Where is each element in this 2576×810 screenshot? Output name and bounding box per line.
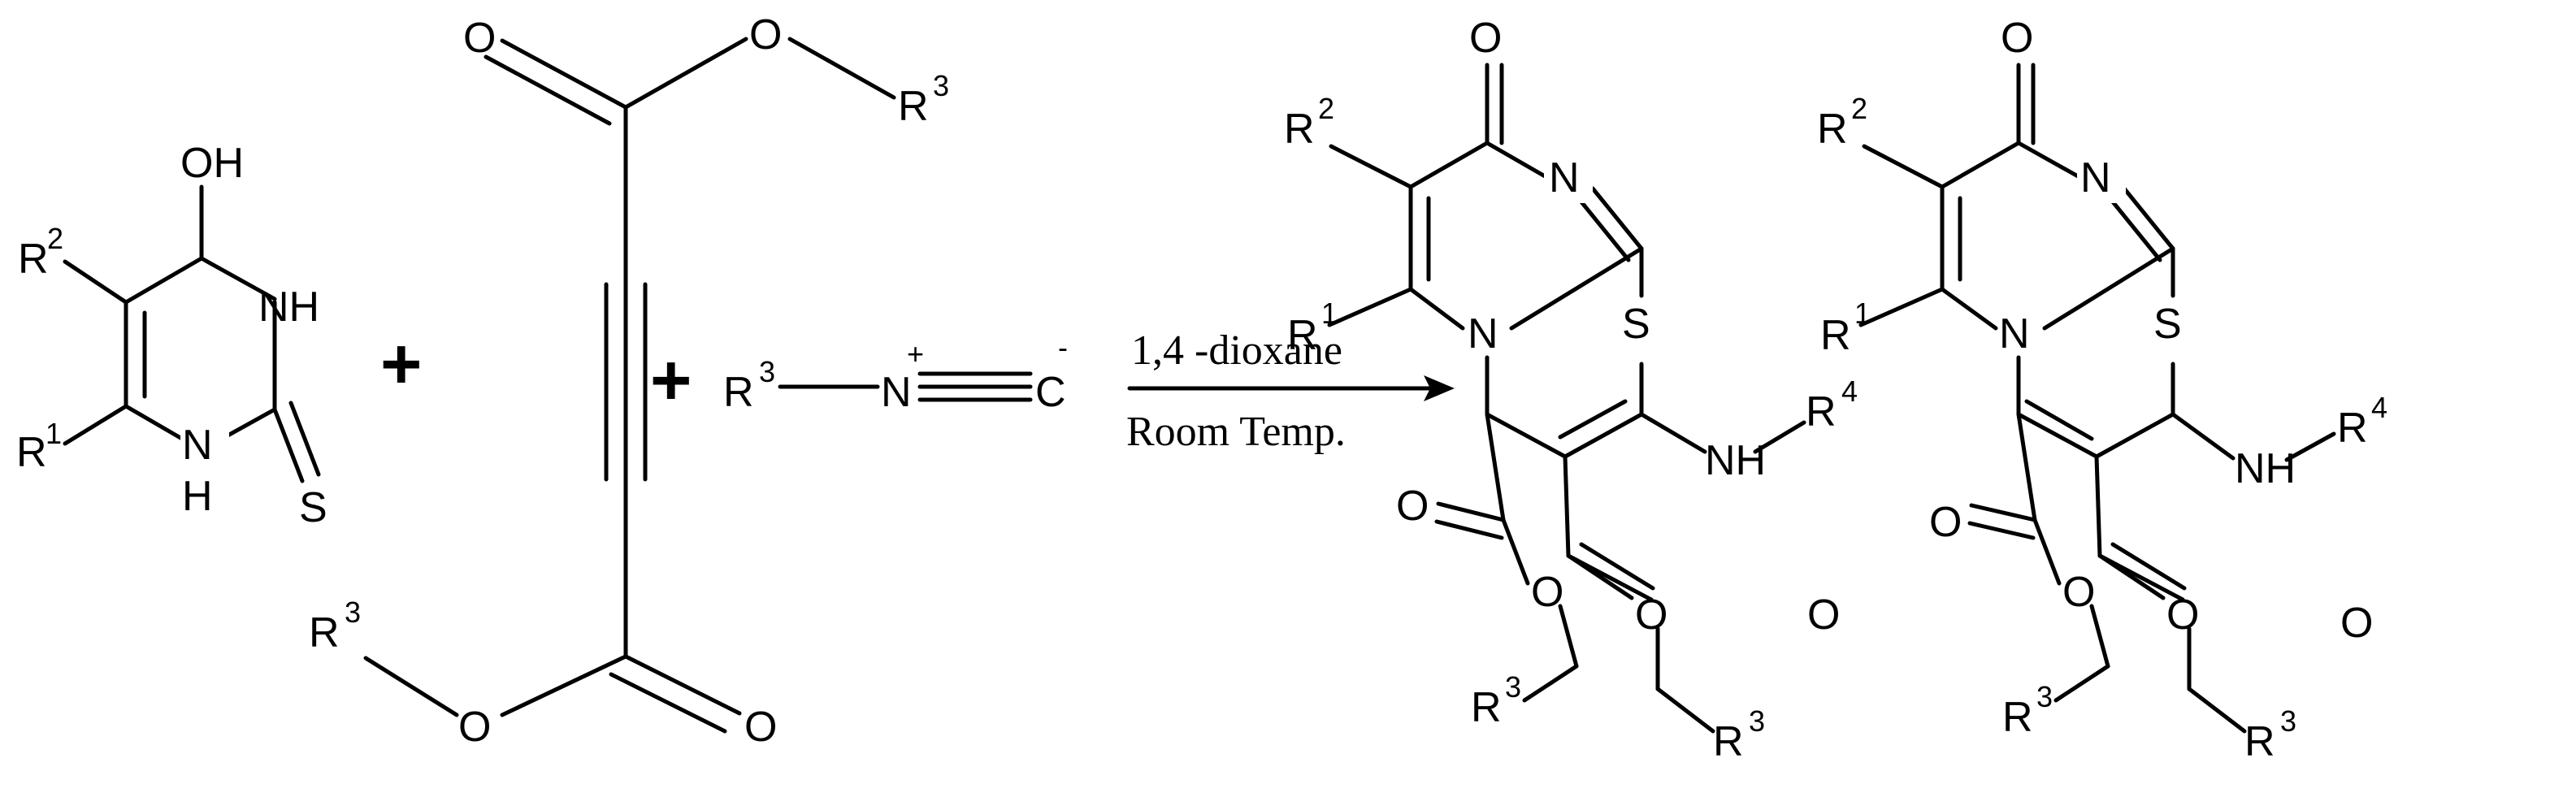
p1-o-carbonyl: O xyxy=(1469,15,1502,62)
p1-r2-superscript: 2 xyxy=(1318,92,1334,125)
s-label: S xyxy=(299,484,327,531)
reactant-isocyanide: R 3 N + C - xyxy=(723,331,1068,416)
p2-r2-superscript: 2 xyxy=(1851,92,1867,125)
p2-o-carbonyl: O xyxy=(2001,15,2033,62)
p1-r3-label-left: R xyxy=(1471,684,1502,731)
condition-temperature: Room Temp. xyxy=(1126,409,1346,455)
p1-r1-superscript: 1 xyxy=(1321,297,1338,330)
p1-r4-superscript: 4 xyxy=(1841,375,1858,408)
p2-r4-label: R xyxy=(2337,405,2368,452)
p1-o-ester-left: O xyxy=(1531,569,1563,616)
p2-nh-label: NH xyxy=(2235,445,2296,492)
p1-o-ester-right: O xyxy=(1635,591,1667,639)
p2-r1-label: R xyxy=(1820,312,1851,359)
r3-superscript-top: 3 xyxy=(933,69,949,102)
reactant-acetylenedicarboxylate: O O R 3 O O R 3 xyxy=(309,11,949,751)
p2-s-ring: S xyxy=(2153,301,2182,348)
p2-r3-superscript-left: 3 xyxy=(2036,680,2053,713)
p1-s-ring: S xyxy=(1622,301,1650,348)
r3-superscript-isocyanide: 3 xyxy=(759,355,775,388)
oh-label: OH xyxy=(180,140,244,187)
p1-r4-label: R xyxy=(1806,388,1837,435)
p1-r1-label: R xyxy=(1287,312,1318,359)
o-carbonyl-bottom: O xyxy=(744,704,777,751)
product-1: O N S N R 2 R 1 NH R 4 O O R 3 O O R 3 xyxy=(1284,15,1858,765)
o-ester-bottom: O xyxy=(458,704,491,751)
plus-operator-1: + xyxy=(380,323,422,404)
p2-o-carbonyl-left: O xyxy=(1929,499,1962,546)
n-label-lower: N xyxy=(182,422,213,469)
r3-label-bottom: R xyxy=(309,609,340,656)
p1-n-ring: N xyxy=(1549,154,1580,201)
c-isocyanide: C xyxy=(1035,369,1066,416)
p1-nh-label: NH xyxy=(1705,437,1766,484)
p2-r3-label-left: R xyxy=(2002,694,2033,741)
r3-superscript-bottom: 3 xyxy=(345,596,361,629)
r1-label: R xyxy=(16,429,47,476)
r2-label: R xyxy=(18,236,49,283)
p2-o-ester-left: O xyxy=(2062,569,2095,616)
nh-label-upper: NH xyxy=(258,284,319,331)
p2-r1-superscript: 1 xyxy=(1854,297,1871,330)
c-minus-charge: - xyxy=(1058,331,1068,364)
p1-o-carbonyl-right: O xyxy=(1807,591,1840,639)
p1-r3-superscript-left: 3 xyxy=(1505,670,1521,704)
p1-r2-label: R xyxy=(1284,106,1315,153)
p2-n-bridge: N xyxy=(1999,310,2030,357)
r3-label-isocyanide: R xyxy=(723,369,754,416)
p2-r4-superscript: 4 xyxy=(2371,391,2387,424)
h-label-lower: H xyxy=(182,473,213,520)
p2-o-ester-right: O xyxy=(2166,591,2199,639)
product-2: O N S N R 2 R 1 NH R 4 O O R 3 O O R 3 xyxy=(1817,15,2387,765)
p1-r3-label-right: R xyxy=(1713,718,1744,765)
p1-o-carbonyl-left: O xyxy=(1396,483,1429,530)
p1-r3-superscript-right: 3 xyxy=(1749,704,1765,738)
r3-label-top: R xyxy=(898,83,929,130)
p1-n-bridge: N xyxy=(1468,310,1498,357)
n-isocyanide: N xyxy=(881,369,912,416)
o-ester-top: O xyxy=(749,11,782,58)
reactant-pyrimidinethione: OH NH N H S R 2 R 1 xyxy=(16,140,327,531)
o-carbonyl-top: O xyxy=(463,15,496,62)
p2-o-carbonyl-right: O xyxy=(2340,600,2373,647)
n-plus-charge: + xyxy=(907,337,924,370)
p2-n-ring: N xyxy=(2080,154,2111,201)
p2-r3-superscript-right: 3 xyxy=(2280,704,2296,738)
reaction-arrow: 1,4 -dioxane Room Temp. xyxy=(1126,327,1455,455)
p2-r3-label-right: R xyxy=(2244,718,2275,765)
r2-superscript: 2 xyxy=(47,222,63,255)
condition-solvent: 1,4 -dioxane xyxy=(1131,327,1342,374)
plus-operator-2: + xyxy=(650,340,692,420)
r1-superscript: 1 xyxy=(46,417,62,450)
p2-r2-label: R xyxy=(1817,106,1848,153)
